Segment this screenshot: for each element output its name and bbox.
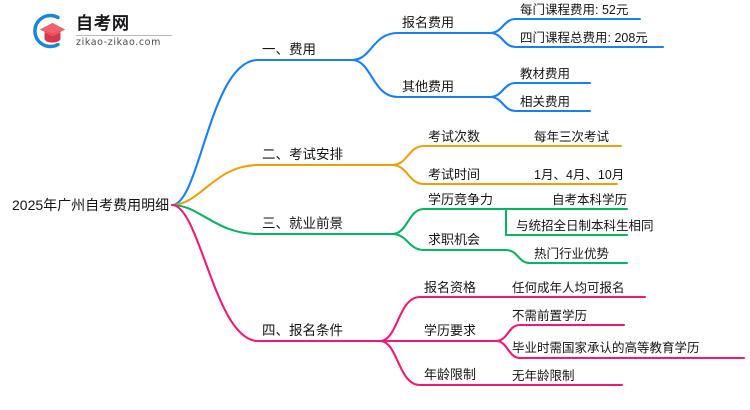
leaf-any-adult-can-register[interactable]: 任何成年人均可报名 <box>512 281 625 295</box>
leaf-self-study-bachelor[interactable]: 自考本科学历 <box>552 193 628 207</box>
leaf-textbook-fee[interactable]: 教材费用 <box>520 67 571 81</box>
leaf-no-prior-degree[interactable]: 不需前置学历 <box>512 309 588 323</box>
branch-node-enrollment-conditions[interactable]: 四、报名条件 <box>262 323 343 338</box>
leaf-four-course-total[interactable]: 四门课程总费用: 208元 <box>520 31 648 45</box>
leaf-same-as-fulltime[interactable]: 与统招全日制本科生相同 <box>516 219 654 233</box>
leaf-related-fee[interactable]: 相关费用 <box>520 95 571 109</box>
leaf-hot-industry-advantage[interactable]: 热门行业优势 <box>534 247 610 261</box>
subnode-registration-fee[interactable]: 报名费用 <box>402 15 455 30</box>
subnode-registration-qualification[interactable]: 报名资格 <box>424 280 477 295</box>
logo-divider <box>76 34 172 36</box>
leaf-no-age-limit[interactable]: 无年龄限制 <box>512 369 575 383</box>
subnode-other-fee[interactable]: 其他费用 <box>402 79 455 94</box>
subnode-age-limit[interactable]: 年龄限制 <box>424 367 477 382</box>
branch-node-employment[interactable]: 三、就业前景 <box>262 216 343 231</box>
subnode-degree-competitiveness[interactable]: 学历竞争力 <box>428 192 494 207</box>
leaf-exam-months[interactable]: 1月、4月、10月 <box>534 168 625 182</box>
subnode-exam-count[interactable]: 考试次数 <box>428 129 481 144</box>
logo-url: zikao-zikao.com <box>76 36 161 48</box>
branch-node-exam-schedule[interactable]: 二、考试安排 <box>262 147 343 162</box>
logo-text: 自考网 zikao-zikao.com <box>76 15 172 48</box>
site-logo: 自考网 zikao-zikao.com <box>28 10 172 52</box>
leaf-per-course-fee[interactable]: 每门课程费用: 52元 <box>520 3 629 17</box>
leaf-state-recognized-degree[interactable]: 毕业时需国家承认的高等教育学历 <box>512 341 700 355</box>
leaf-three-exams-per-year[interactable]: 每年三次考试 <box>534 130 610 144</box>
branch-node-fees[interactable]: 一、费用 <box>262 42 316 57</box>
subnode-education-requirement[interactable]: 学历要求 <box>424 323 477 338</box>
logo-title: 自考网 <box>76 13 130 33</box>
graduation-cap-icon <box>28 10 70 52</box>
mindmap-root-node[interactable]: 2025年广州自考费用明细 <box>12 197 170 213</box>
subnode-exam-time[interactable]: 考试时间 <box>428 167 481 182</box>
subnode-job-opportunity[interactable]: 求职机会 <box>428 232 481 247</box>
